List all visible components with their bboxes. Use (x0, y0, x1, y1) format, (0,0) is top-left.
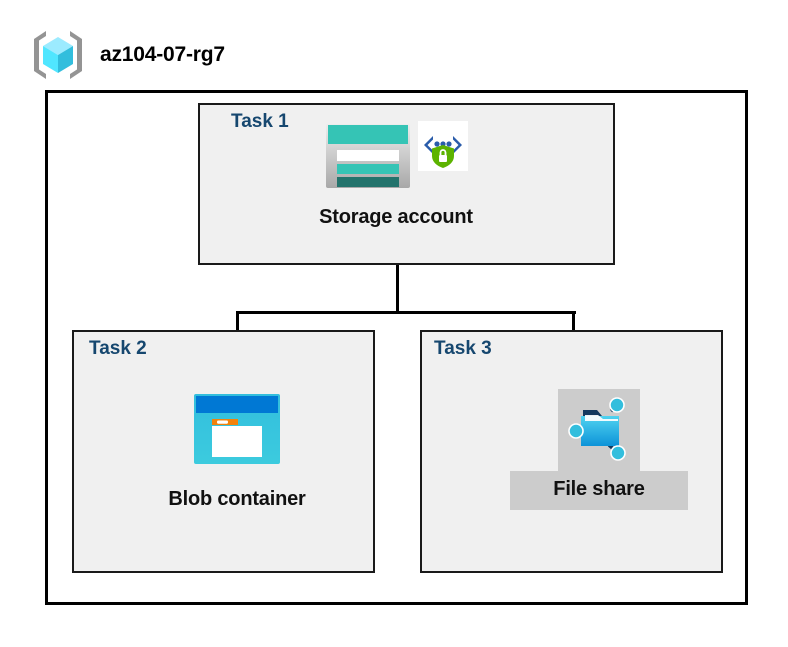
connector-horizontal-bus (236, 311, 576, 314)
blob-container-icon (191, 391, 283, 472)
node-file-share[interactable]: File share (510, 389, 688, 510)
node-caption-file-share: File share (553, 478, 645, 500)
storage-icon-row (324, 121, 468, 196)
task-label-2: Task 2 (89, 338, 147, 359)
task-label-1: Task 1 (231, 111, 289, 132)
storage-account-icon (324, 121, 412, 196)
file-share-icon (561, 390, 637, 471)
node-blob-container[interactable]: Blob container (151, 391, 323, 511)
resource-group-icon (30, 27, 86, 83)
diagram-header: az104-07-rg7 (30, 27, 225, 83)
task-label-3: Task 3 (434, 338, 492, 359)
node-storage-account[interactable]: Storage account (298, 121, 494, 229)
secure-code-shield-icon (418, 121, 468, 176)
connector-storage-stem (396, 226, 399, 313)
node-caption-blob-container: Blob container (168, 488, 306, 510)
page-title: az104-07-rg7 (100, 43, 225, 66)
file-share-caption-plate: File share (510, 471, 688, 510)
file-share-highlight-plate (558, 389, 640, 471)
node-caption-storage-account: Storage account (319, 206, 473, 228)
